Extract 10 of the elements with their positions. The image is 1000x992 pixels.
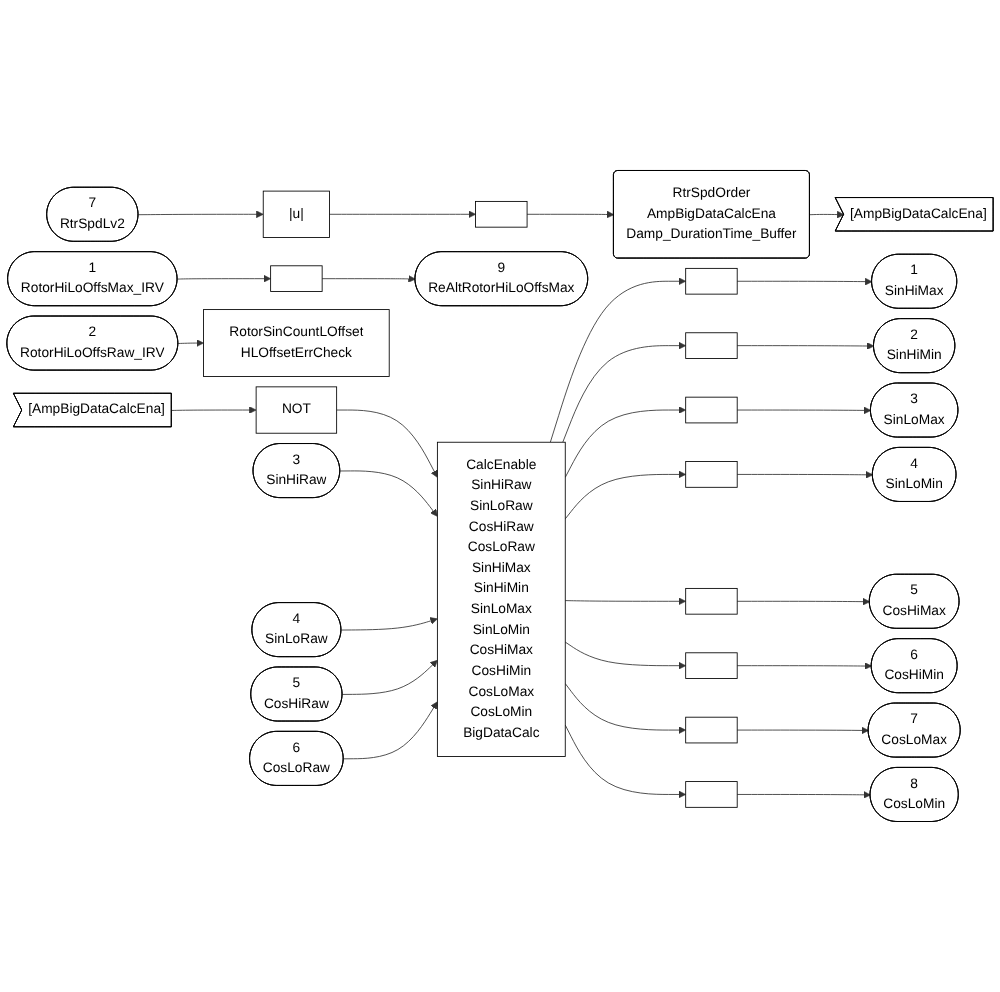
node-box (685, 652, 738, 679)
node-box (685, 587, 738, 615)
node-box (475, 200, 528, 228)
node-box (685, 781, 738, 808)
node-box (685, 332, 738, 359)
node-box (685, 461, 738, 488)
node-box (685, 396, 738, 424)
node-box (685, 716, 738, 744)
node-box (685, 267, 738, 295)
node-box (270, 265, 323, 292)
